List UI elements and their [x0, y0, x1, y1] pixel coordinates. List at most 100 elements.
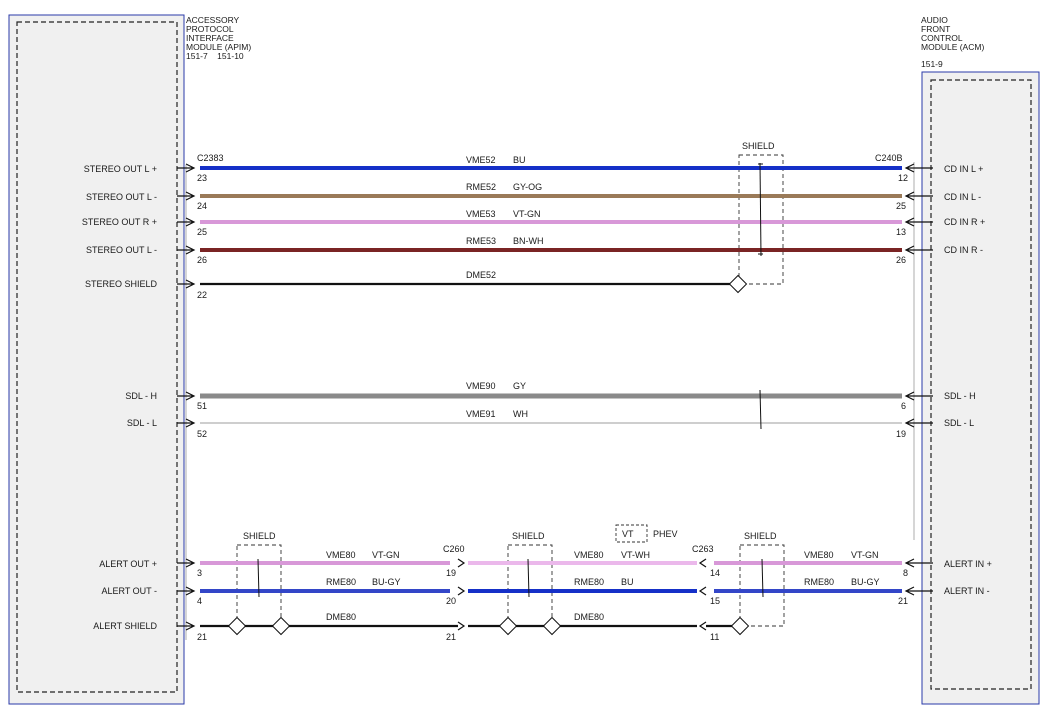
apim-title-line-5: 151-7 151-10	[186, 51, 244, 61]
right-connector-arrow-icon	[904, 418, 933, 428]
right-connector-arrow-icon	[904, 217, 933, 227]
circuit-id: VME90	[466, 381, 496, 391]
right-signal-label: CD IN L +	[944, 164, 983, 174]
inline-connector-arrow-icon	[698, 621, 707, 631]
wire-color-code: VT-WH	[621, 550, 650, 560]
left-signal-label: STEREO OUT L +	[84, 164, 157, 174]
inline-connector-arrow-icon	[698, 558, 707, 568]
twisted-pair-icon	[759, 162, 762, 257]
shield-drain-icon	[542, 616, 562, 636]
wire-color-code: BN-WH	[513, 236, 544, 246]
apim-title-line-1: ACCESSORY	[186, 15, 240, 25]
shield-drain-icon	[730, 616, 750, 636]
pin-number: 25	[896, 201, 906, 211]
option-box	[615, 524, 648, 543]
left-connector-arrow-icon	[177, 217, 196, 227]
right-connector-arrow-icon	[904, 245, 933, 255]
twisted-pair-icon	[758, 163, 763, 255]
right-connector-arrow-icon	[904, 586, 933, 596]
left-connector-arrow-icon	[177, 418, 196, 428]
pin-number: 21	[446, 632, 456, 642]
circuit-id: DME80	[326, 612, 356, 622]
wire-color-code: VT-GN	[851, 550, 879, 560]
twisted-pair-icon	[761, 558, 764, 598]
right-signal-labels: CD IN L + CD IN L - CD IN R + CD IN R - …	[944, 164, 992, 596]
circuit-id: RME80	[326, 577, 356, 587]
left-connector-arrow-icon	[177, 391, 196, 401]
alert-shield-label-left: SHIELD	[243, 531, 276, 541]
right-signal-label: CD IN R +	[944, 217, 985, 227]
right-connector-arrow-icon	[904, 191, 933, 201]
right-connector-arrow-icon	[904, 163, 933, 173]
pin-number: 13	[896, 227, 906, 237]
shield-drain-icon	[728, 274, 748, 294]
circuit-id: DME52	[466, 270, 496, 280]
circuit-id: DME80	[574, 612, 604, 622]
pin-number: 19	[446, 568, 456, 578]
top-shield-label: SHIELD	[742, 141, 775, 151]
alert-shield-box-right	[739, 544, 785, 627]
pin-number: 25	[197, 227, 207, 237]
apim-module-dashed-border	[16, 21, 178, 693]
option-code-vt: VT	[622, 529, 634, 539]
wire-color-code: BU	[513, 155, 526, 165]
circuit-id: VME80	[804, 550, 834, 560]
apim-module-outline	[8, 14, 185, 705]
acm-title-line-5: 151-9	[921, 59, 943, 69]
pin-number: 6	[901, 401, 906, 411]
pin-number: 23	[197, 173, 207, 183]
acm-module	[921, 71, 1040, 705]
top-shield-box	[738, 154, 784, 285]
left-connector-arrow-icon	[177, 163, 196, 173]
alert-shield-label-right: SHIELD	[744, 531, 777, 541]
apim-title-line-2: PROTOCOL	[186, 24, 234, 34]
pin-number: 4	[197, 596, 202, 606]
alert-wires	[200, 561, 902, 628]
pin-numbers: 23 24 25 26 22 51 52 12 25 13 26 6 19 3 …	[197, 173, 908, 642]
twisted-pair-icon	[759, 389, 762, 430]
circuit-id: RME53	[466, 236, 496, 246]
pin-number: 8	[903, 568, 908, 578]
pin-number: 19	[896, 429, 906, 439]
left-signal-label: STEREO SHIELD	[85, 279, 158, 289]
acm-title-line-3: CONTROL	[921, 33, 963, 43]
left-signal-label: SDL - H	[125, 391, 157, 401]
pin-number: 21	[898, 596, 908, 606]
left-signal-label: STEREO OUT R +	[82, 217, 157, 227]
right-connector-arrow-icon	[904, 391, 933, 401]
option-label-phev: PHEV	[653, 529, 678, 539]
left-connector-arrow-icon	[177, 558, 196, 568]
circuit-id: VME52	[466, 155, 496, 165]
inline-connector-arrow-icon	[457, 586, 466, 596]
left-signal-labels: STEREO OUT L + STEREO OUT L - STEREO OUT…	[82, 164, 158, 631]
acm-title-line-1: AUDIO	[921, 15, 948, 25]
pin-number: 14	[710, 568, 720, 578]
connector-c260: C260	[443, 544, 465, 554]
circuit-id: VME80	[574, 550, 604, 560]
right-signal-label: CD IN R -	[944, 245, 983, 255]
pin-number: 26	[197, 255, 207, 265]
left-signal-label: ALERT OUT +	[99, 559, 157, 569]
alert-shield-box-mid	[507, 544, 553, 627]
shield-drain-icon	[271, 616, 291, 636]
wire-color-code: GY-OG	[513, 182, 542, 192]
left-connector-arrow-icon	[177, 621, 196, 631]
pin-number: 52	[197, 429, 207, 439]
pin-number: 12	[898, 173, 908, 183]
left-signal-label: STEREO OUT L -	[86, 245, 157, 255]
acm-title-line-2: FRONT	[921, 24, 950, 34]
wire-color-code: VT-GN	[372, 550, 400, 560]
left-connector-arrow-icon	[177, 245, 196, 255]
pin-number: 22	[197, 290, 207, 300]
acm-title-line-4: MODULE (ACM)	[921, 42, 984, 52]
wire-color-code: BU-GY	[851, 577, 880, 587]
acm-module-outline	[921, 71, 1040, 705]
pin-number: 21	[197, 632, 207, 642]
inline-connector-arrow-icon	[698, 586, 707, 596]
left-signal-label: SDL - L	[127, 418, 157, 428]
alert-shield-label-mid: SHIELD	[512, 531, 545, 541]
apim-title-line-4: MODULE (APIM)	[186, 42, 251, 52]
wire-color-code: BU-GY	[372, 577, 401, 587]
pin-number: 20	[446, 596, 456, 606]
